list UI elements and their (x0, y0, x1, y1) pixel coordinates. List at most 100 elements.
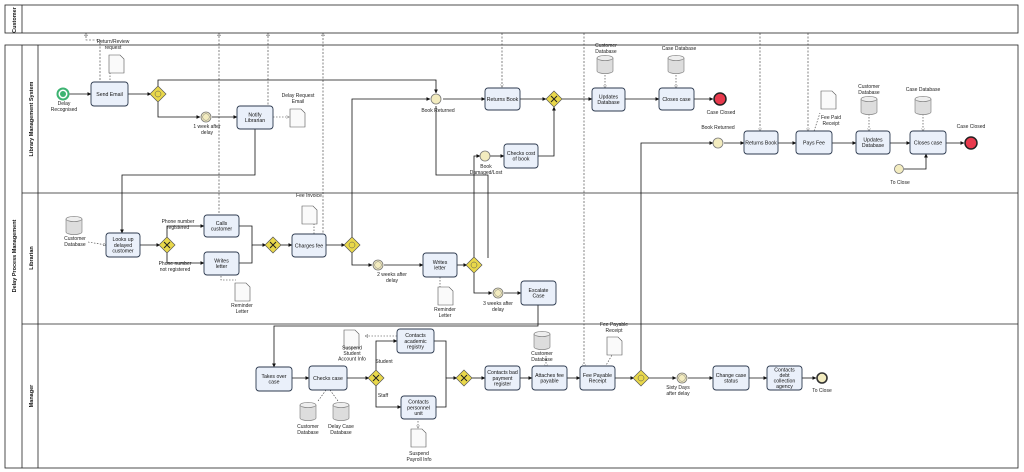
task-send-email[interactable]: Send Email (90, 81, 129, 107)
event-gateway-4[interactable] (632, 369, 650, 387)
message-event-book-damaged[interactable] (479, 150, 491, 162)
task-label: Pays Fee (803, 140, 825, 146)
document-icon-reminder-letter-2 (437, 286, 454, 306)
end-event-case-closed-2[interactable] (964, 136, 978, 150)
end-event-to-close-2[interactable] (816, 372, 828, 384)
task-returns-book-2[interactable]: Returns Book (743, 130, 779, 155)
exclusive-gateway-student-staff[interactable] (367, 369, 385, 387)
event-gateway-1[interactable] (149, 85, 167, 103)
exclusive-gateway-phone[interactable] (158, 236, 176, 254)
task-label: Closes case (662, 97, 690, 103)
document-icon-suspend-student (343, 329, 360, 349)
message-event-book-returned-2[interactable] (712, 137, 724, 149)
label-case-closed-2: Case Closed (957, 124, 986, 130)
process-pool-label: Delay Process Management (12, 219, 18, 292)
label-case-db-2: Case Database (906, 87, 941, 93)
sequence-flows (69, 79, 965, 409)
task-pays-fee[interactable]: Pays Fee (795, 130, 833, 155)
event-gateway-2[interactable] (343, 236, 361, 254)
lane-manager-label: Manager (29, 384, 35, 407)
task-label: Charges fee (295, 243, 323, 249)
task-returns-book-1[interactable]: Returns Book (484, 87, 521, 111)
signal-event-to-close-1[interactable] (894, 164, 904, 174)
process-pool: Delay Process Management Library Managem… (4, 44, 1019, 469)
database-icon-customer-2 (860, 96, 878, 115)
exclusive-gateway-merge-2[interactable] (455, 369, 473, 387)
parallel-gateway-1[interactable] (545, 90, 563, 108)
label-student: Student (375, 359, 393, 365)
database-icon-case-2 (914, 96, 932, 115)
document-icon-fee-invoice (301, 205, 318, 225)
label-case-closed-1: Case Closed (707, 110, 736, 116)
label-fee-invoice: Fee Invoice (296, 193, 322, 199)
task-checks-case[interactable]: Checks case (308, 365, 348, 391)
label-book-returned-1: Book Returned (421, 108, 455, 114)
exclusive-gateway-merge-1[interactable] (264, 236, 282, 254)
label-staff: Staff (378, 393, 389, 399)
task-label: Checks case (313, 376, 343, 382)
end-event-case-closed-1[interactable] (713, 92, 727, 106)
document-icon-return-review (108, 54, 125, 74)
document-icon-suspend-payroll (410, 428, 427, 448)
document-icon-delay-request-email (289, 108, 306, 128)
task-label: Closes case (914, 140, 942, 146)
lane-librarian-label: Librarian (29, 246, 35, 270)
database-icon-customer-5 (533, 331, 551, 350)
database-icon-delay-case (332, 402, 350, 421)
database-icon-customer-3 (65, 216, 83, 235)
task-label: Send Email (96, 92, 123, 98)
event-gateway-3[interactable] (465, 256, 483, 274)
task-charges-fee[interactable]: Charges fee (291, 233, 327, 258)
task-label: Returns Book (487, 97, 519, 103)
task-closes-case-1[interactable]: Closes case (658, 87, 695, 111)
message-event-book-returned-1[interactable] (430, 93, 442, 105)
events (56, 87, 978, 384)
lane-system-label: Library Management System (29, 81, 35, 156)
label-book-returned-2: Book Returned (701, 125, 735, 131)
label-case-db-1: Case Database (662, 46, 697, 52)
message-flows (86, 33, 808, 367)
task-label: Returns Book (745, 140, 777, 146)
label-to-close-2: To Close (812, 388, 832, 394)
task-closes-case-2[interactable]: Closes case (909, 130, 947, 155)
